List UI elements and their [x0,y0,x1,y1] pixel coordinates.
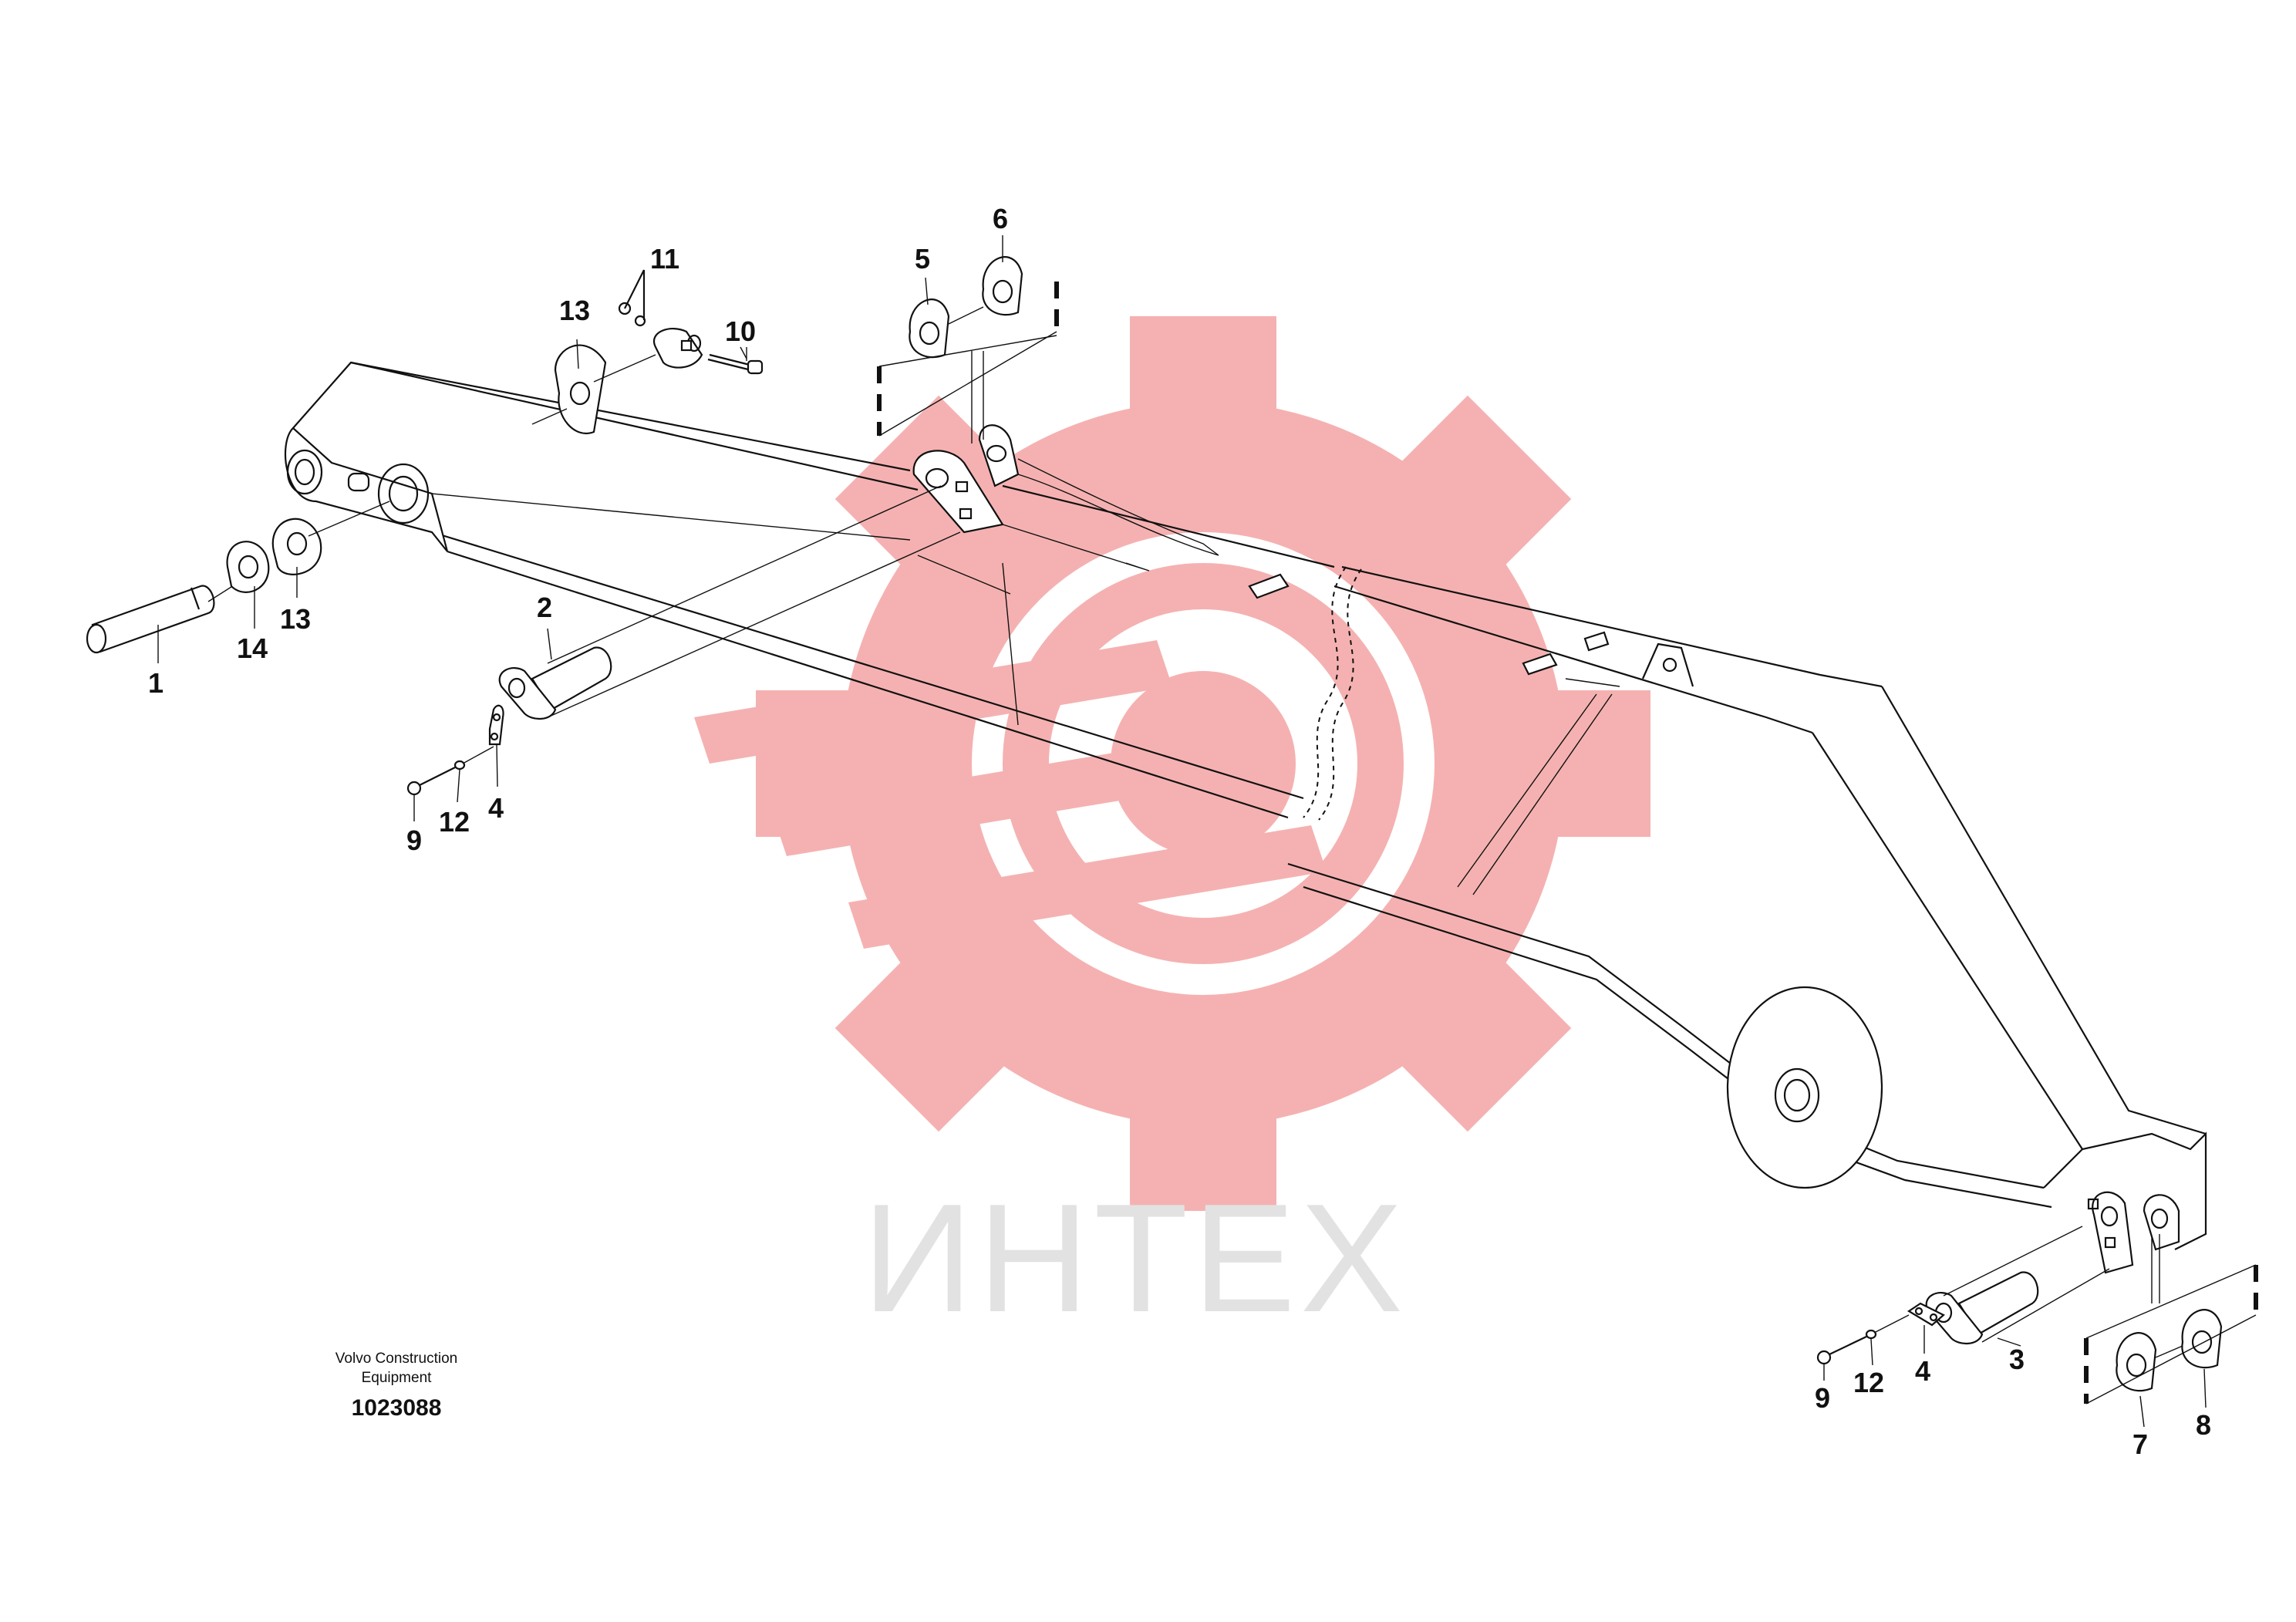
shim-stack-bracket-bottom [2084,1234,2258,1404]
callout-12-left: 12 [439,806,470,838]
bolt-9-right [1816,1336,1867,1365]
callout-6: 6 [993,203,1008,234]
shim-13-left [271,501,390,575]
pin-3 [1925,1226,2110,1344]
callout-9-left: 9 [406,824,422,856]
callout-13-top: 13 [559,295,590,326]
shim-6 [982,256,1023,316]
lubrication-fitting-11 [618,269,646,327]
callout-13-left: 13 [280,603,311,635]
manufacturer-line-2: Equipment [362,1370,433,1386]
bolt-10 [707,347,764,375]
shim-stack-bracket-top [877,282,1059,443]
callout-11: 11 [650,243,679,275]
callout-7: 7 [2132,1428,2148,1460]
cylinder-bracket [912,424,1219,572]
boom-rear-boss [1726,986,2180,1274]
block-fitting [652,328,703,369]
callout-8: 8 [2196,1409,2211,1441]
shim-8 [2181,1309,2223,1369]
shim-13-top [531,344,656,434]
plate-4-left [488,704,504,746]
boom-nose [284,427,449,552]
pin-2 [498,485,961,720]
callout-4-right: 4 [1915,1355,1930,1387]
pin-1 [86,574,251,654]
bolt-9-left [406,767,456,796]
manufacturer-line-1: Volvo Construction [335,1351,457,1367]
shim-5 [909,298,950,359]
drawing-number: 1023088 [352,1395,442,1421]
callout-5: 5 [915,243,930,275]
callout-12-right: 12 [1853,1367,1884,1398]
watermark-text: ИНТЕХ [862,1172,1408,1344]
shim-7 [2116,1332,2157,1392]
callout-2: 2 [537,592,552,623]
drawing-caption: Volvo Construction Equipment 1023088 [335,1351,457,1421]
plate-4-right [1907,1302,1945,1327]
leader-lines [157,235,2207,1428]
washer-12-left [453,746,494,771]
shim-14 [226,541,270,593]
callout-4-left: 4 [488,792,504,824]
washer-12-right [1865,1314,1910,1340]
callout-labels: 1 2 3 4 4 5 6 7 8 9 9 10 11 12 12 13 13 … [148,203,2211,1460]
watermark-gear-icon [694,316,1650,1211]
callout-14: 14 [237,632,268,664]
callout-3: 3 [2009,1344,2025,1375]
callout-1: 1 [148,667,164,699]
callout-10: 10 [725,315,756,347]
callout-9-right: 9 [1815,1382,1830,1414]
